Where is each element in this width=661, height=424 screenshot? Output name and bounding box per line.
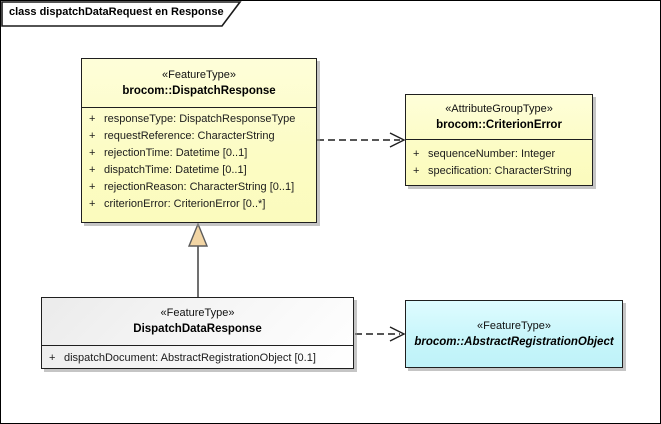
attribute-row: + responseType: DispatchResponseType <box>82 110 316 127</box>
attribute-compartment: + responseType: DispatchResponseType + r… <box>82 108 316 212</box>
triangle-arrowhead-icon <box>187 222 209 247</box>
attribute-compartment: + dispatchDocument: AbstractRegistration… <box>42 346 353 366</box>
class-header: «FeatureType» brocom::AbstractRegistrati… <box>406 301 622 367</box>
attribute-signature: requestReference: CharacterString <box>104 129 275 142</box>
class-box-criterion-error[interactable]: «AttributeGroupType» brocom::CriterionEr… <box>405 94 593 186</box>
class-stereotype: «FeatureType» <box>160 307 235 319</box>
attribute-signature: dispatchTime: Datetime [0..1] <box>104 163 247 176</box>
class-box-abstract-registration-object[interactable]: «FeatureType» brocom::AbstractRegistrati… <box>405 300 623 368</box>
class-header: «FeatureType» DispatchDataResponse <box>42 298 353 346</box>
attribute-row: + rejectionTime: Datetime [0..1] <box>82 144 316 161</box>
attribute-row: + sequenceNumber: Integer <box>406 145 592 162</box>
attribute-signature: rejectionTime: Datetime [0..1] <box>104 146 248 159</box>
class-header: «FeatureType» brocom::DispatchResponse <box>82 59 316 108</box>
diagram-frame-title: class dispatchDataRequest en Response <box>9 6 224 18</box>
visibility-marker: + <box>413 147 420 160</box>
attribute-signature: responseType: DispatchResponseType <box>104 112 296 125</box>
attribute-row: + dispatchDocument: AbstractRegistration… <box>42 349 353 366</box>
visibility-marker: + <box>89 129 96 142</box>
attribute-row: + dispatchTime: Datetime [0..1] <box>82 161 316 178</box>
attribute-row: + criterionError: CriterionError [0..*] <box>82 195 316 212</box>
visibility-marker: + <box>89 112 96 125</box>
attribute-compartment: + sequenceNumber: Integer + specificatio… <box>406 140 592 179</box>
class-box-dispatch-data-response[interactable]: «FeatureType» DispatchDataResponse + dis… <box>41 297 354 369</box>
class-box-dispatch-response[interactable]: «FeatureType» brocom::DispatchResponse +… <box>81 58 317 223</box>
visibility-marker: + <box>89 146 96 159</box>
visibility-marker: + <box>413 164 420 177</box>
generalization-arrow-dispatchdataresponse-to-dispatchresponse <box>187 222 209 297</box>
class-stereotype: «FeatureType» <box>477 319 551 332</box>
attribute-signature: sequenceNumber: Integer <box>428 147 556 160</box>
visibility-marker: + <box>49 351 56 364</box>
visibility-marker: + <box>89 163 96 176</box>
attribute-row: + specification: CharacterString <box>406 162 592 179</box>
attribute-row: + rejectionReason: CharacterString [0..1… <box>82 178 316 195</box>
class-name: brocom::DispatchResponse <box>122 84 276 97</box>
class-name: brocom::CriterionError <box>436 118 562 131</box>
attribute-signature: criterionError: CriterionError [0..*] <box>104 197 266 210</box>
attribute-row: + requestReference: CharacterString <box>82 127 316 144</box>
dependency-arrow-dispatchresponse-to-criterionerror <box>317 132 406 148</box>
visibility-marker: + <box>89 197 96 210</box>
attribute-signature: dispatchDocument: AbstractRegistrationOb… <box>64 351 316 364</box>
class-stereotype: «AttributeGroupType» <box>445 102 553 115</box>
attribute-signature: specification: CharacterString <box>428 164 572 177</box>
class-header: «AttributeGroupType» brocom::CriterionEr… <box>406 95 592 140</box>
class-stereotype: «FeatureType» <box>162 68 236 81</box>
open-arrowhead-icon <box>389 132 406 148</box>
open-arrowhead-icon <box>389 326 406 342</box>
class-name: brocom::AbstractRegistrationObject <box>414 335 614 348</box>
attribute-signature: rejectionReason: CharacterString [0..1] <box>104 180 295 193</box>
class-name: DispatchDataResponse <box>133 323 262 335</box>
dependency-arrow-dispatchdataresponse-to-abstractregistrationobject <box>355 326 406 342</box>
visibility-marker: + <box>89 180 96 193</box>
frame-tab <box>1 1 242 27</box>
